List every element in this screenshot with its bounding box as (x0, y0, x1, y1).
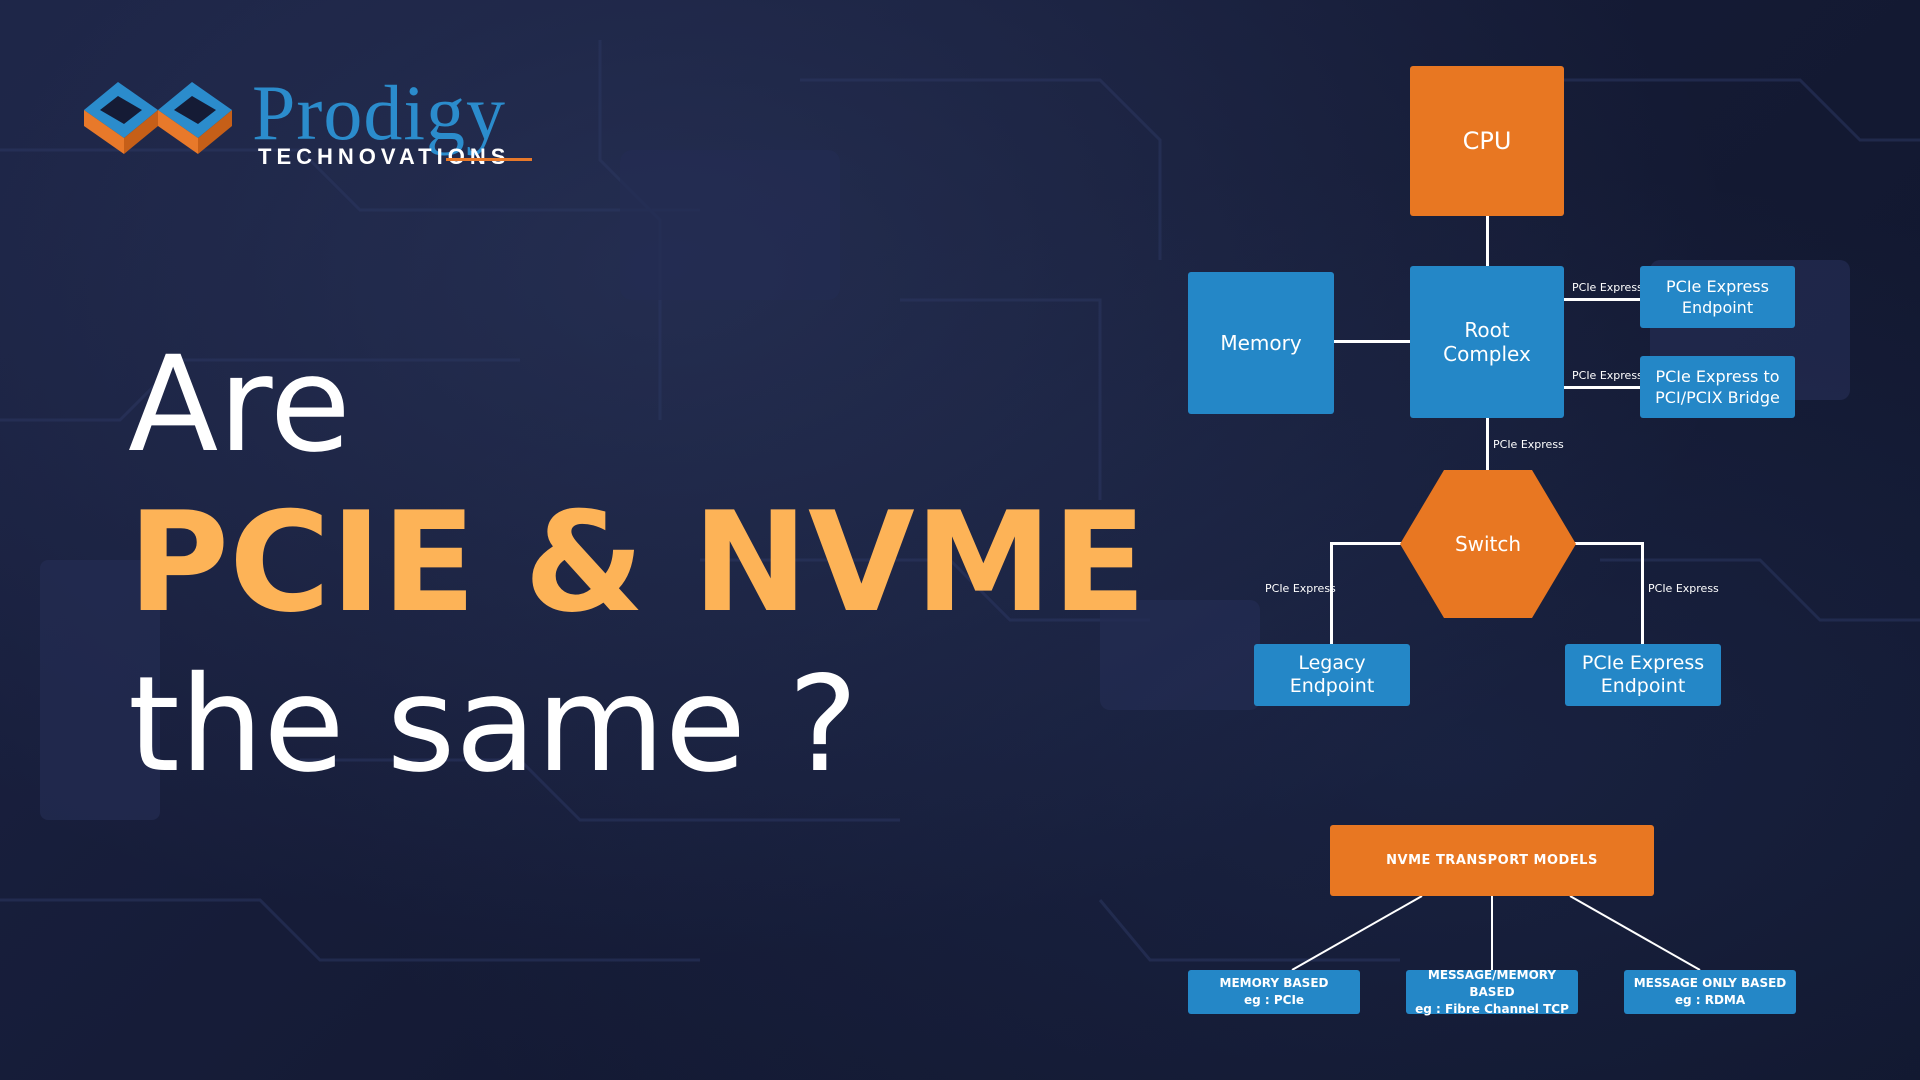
transport-model-name: MESSAGE ONLY BASED (1633, 976, 1787, 990)
headline-line-2: PCIE & NVME (128, 482, 1147, 643)
brand-underline (446, 158, 532, 161)
headline-line-1: Are (128, 328, 351, 482)
cpu-node: CPU (1410, 66, 1564, 216)
transport-model-name: MESSAGE/MEMORY BASED (1427, 967, 1557, 999)
bridge-node: PCIe Express to PCI/PCIX Bridge (1640, 356, 1795, 418)
edge-label-root-bridge: PCIe Express (1572, 369, 1643, 382)
transport-model-memory: MEMORY BASED eg : PCIe (1188, 970, 1360, 1014)
nvme-title-box: NVME TRANSPORT MODELS (1330, 825, 1654, 896)
transport-model-name: MEMORY BASED (1219, 976, 1329, 990)
headline-line-3: the same ? (128, 648, 859, 802)
edge-switch-right-h (1574, 542, 1644, 545)
edge-root-endpoint (1564, 298, 1640, 301)
legacy-endpoint-node: Legacy Endpoint (1254, 644, 1410, 706)
edge-label-switch-endpoint: PCIe Express (1648, 582, 1719, 595)
edge-switch-left-h (1330, 542, 1402, 545)
edge-label-switch-legacy: PCIe Express (1265, 582, 1336, 595)
edge-root-switch (1486, 418, 1489, 470)
edge-switch-left-v (1330, 542, 1333, 644)
transport-model-message-memory: MESSAGE/MEMORY BASED eg : Fibre Channel … (1406, 967, 1578, 1016)
edge-memory-root (1334, 340, 1410, 343)
edge-switch-right-v (1641, 542, 1644, 644)
endpoint-top-node: PCIe Express Endpoint (1640, 266, 1795, 328)
endpoint-bottom-node: PCIe Express Endpoint (1565, 644, 1721, 706)
edge-cpu-root (1486, 216, 1489, 266)
transport-model-example: eg : RDMA (1674, 993, 1746, 1007)
brand-tagline: TECHNOVATIONS (258, 144, 511, 169)
edge-label-root-endpoint: PCIe Express (1572, 281, 1643, 294)
root-complex-node: Root Complex (1410, 266, 1564, 418)
transport-model-example: eg : PCIe (1243, 993, 1305, 1007)
interlocking-chain-icon (84, 82, 232, 154)
edge-label-root-switch: PCIe Express (1493, 438, 1564, 451)
edge-root-bridge (1564, 386, 1640, 389)
brand-name: Prodigy (252, 69, 507, 156)
transport-model-example: eg : Fibre Channel TCP (1415, 1001, 1569, 1016)
memory-node: Memory (1188, 272, 1334, 414)
switch-node: Switch (1400, 470, 1576, 618)
transport-model-message-only: MESSAGE ONLY BASED eg : RDMA (1624, 970, 1796, 1014)
brand-logo: Prodigy TECHNOVATIONS (84, 70, 544, 180)
